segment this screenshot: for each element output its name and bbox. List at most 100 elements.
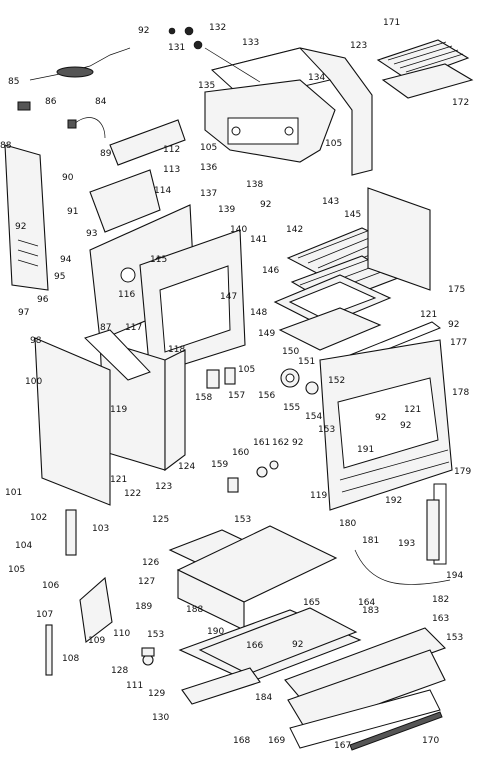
label-179: 179: [454, 467, 471, 477]
label-180: 180: [339, 519, 356, 529]
part-111-128: [141, 647, 155, 666]
label-159: 159: [211, 460, 228, 470]
label-130: 130: [152, 713, 169, 723]
label-92-g: 92: [292, 438, 303, 448]
label-167: 167: [334, 741, 351, 751]
label-114: 114: [154, 186, 171, 196]
trim-167-170: [289, 689, 443, 751]
label-126: 126: [142, 558, 159, 568]
drawer-panel-184: [287, 649, 446, 731]
label-92-b: 92: [260, 200, 271, 210]
label-155: 155: [283, 403, 300, 413]
label-131: 131: [168, 43, 185, 53]
label-117: 117: [125, 323, 142, 333]
label-156: 156: [258, 391, 275, 401]
side-wall-101: [34, 337, 111, 506]
label-149: 149: [258, 329, 275, 339]
label-121-b: 121: [404, 405, 421, 415]
label-129: 129: [148, 689, 165, 699]
label-157: 157: [228, 391, 245, 401]
label-122: 122: [124, 489, 141, 499]
label-164: 164: [358, 598, 375, 608]
broiler-pan-172: [381, 63, 474, 99]
label-143: 143: [322, 197, 339, 207]
side-bracket-145: [367, 187, 431, 291]
panel-112: [109, 119, 186, 166]
label-161: 161: [253, 438, 270, 448]
label-127: 127: [138, 577, 155, 587]
screws-top: [168, 26, 203, 50]
label-93: 93: [86, 229, 97, 239]
label-135: 135: [198, 81, 215, 91]
label-169: 169: [268, 736, 285, 746]
label-101: 101: [5, 488, 22, 498]
label-92-c: 92: [15, 222, 26, 232]
label-94: 94: [60, 255, 72, 265]
label-112: 112: [163, 145, 180, 155]
label-139: 139: [218, 205, 235, 215]
label-183: 183: [362, 606, 379, 616]
label-110: 110: [113, 629, 130, 639]
label-145: 145: [344, 210, 361, 220]
cable-182: [354, 549, 451, 585]
label-140: 140: [230, 225, 247, 235]
label-105-a: 105: [200, 143, 217, 153]
label-109: 109: [88, 636, 105, 646]
drawer-127: [176, 525, 338, 631]
label-142: 142: [286, 225, 303, 235]
label-153-b: 153: [234, 515, 251, 525]
label-95: 95: [54, 272, 65, 282]
label-85: 85: [8, 77, 19, 87]
label-171: 171: [383, 18, 400, 28]
label-146: 146: [262, 266, 279, 276]
label-154: 154: [305, 412, 322, 422]
label-123-b: 123: [155, 482, 172, 492]
label-119-b: 119: [310, 491, 327, 501]
label-151: 151: [298, 357, 315, 367]
power-cord-85: [29, 47, 131, 81]
brackets-87-117: [84, 329, 151, 381]
label-181: 181: [362, 536, 379, 546]
label-188: 188: [186, 605, 203, 615]
label-147: 147: [220, 292, 237, 302]
label-113: 113: [163, 165, 180, 175]
label-98: 98: [30, 336, 42, 346]
label-121-c: 121: [110, 475, 127, 485]
rail-129: [181, 667, 261, 705]
oven-bottom-tray: [273, 274, 392, 327]
label-115: 115: [150, 255, 167, 265]
label-165: 165: [303, 598, 320, 608]
rod-107: [45, 624, 53, 676]
label-148: 148: [250, 308, 267, 318]
label-153-c: 153: [147, 630, 164, 640]
label-111: 111: [126, 681, 143, 691]
label-184: 184: [255, 693, 272, 703]
label-193: 193: [398, 539, 415, 549]
label-105-b: 105: [325, 139, 342, 149]
label-104: 104: [15, 541, 32, 551]
plug-86: [17, 101, 31, 111]
label-141: 141: [250, 235, 267, 245]
label-84: 84: [95, 97, 107, 107]
label-102: 102: [30, 513, 47, 523]
label-90: 90: [62, 173, 74, 183]
label-107: 107: [36, 610, 53, 620]
label-163: 163: [432, 614, 449, 624]
label-160: 160: [232, 448, 249, 458]
small-parts-159-162: [227, 460, 279, 493]
door-177: [319, 339, 453, 511]
broiler-rack-171: [376, 39, 470, 81]
label-132: 132: [209, 23, 226, 33]
label-134: 134: [308, 73, 325, 83]
panel-149: [278, 307, 382, 351]
hinge-194: [426, 499, 440, 561]
rod-133: [204, 47, 261, 83]
drawer-bottom-164: [198, 607, 358, 675]
label-89: 89: [100, 149, 112, 159]
label-178: 178: [452, 388, 469, 398]
label-106: 106: [42, 581, 59, 591]
label-190: 190: [207, 627, 224, 637]
label-118: 118: [168, 345, 185, 355]
wire-84: [67, 117, 106, 139]
